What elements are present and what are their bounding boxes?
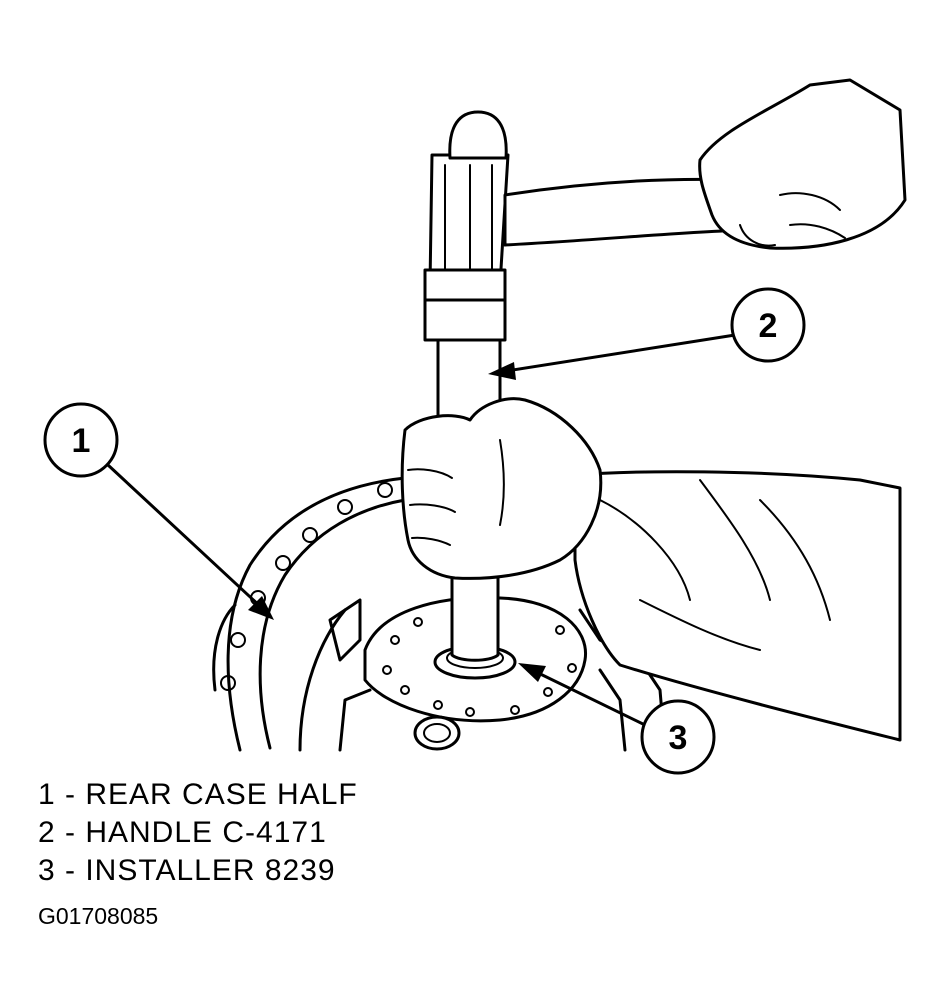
legend-item: 3 - INSTALLER 8239 [38, 854, 336, 887]
callout-1-label: 1 [72, 422, 91, 460]
gripping-hand [400, 397, 603, 580]
legend-item: 1 - REAR CASE HALF [38, 778, 358, 811]
mallet [423, 110, 747, 342]
legend: 1 - REAR CASE HALF 2 - HANDLE C-4171 3 -… [38, 776, 358, 890]
callout-3-label: 3 [669, 719, 688, 757]
callout-3: 3 [518, 663, 716, 775]
legend-item: 2 - HANDLE C-4171 [38, 816, 327, 849]
rear-case-half [212, 476, 667, 752]
callout-1: 1 [43, 402, 274, 620]
figure-id: G01708085 [38, 903, 159, 929]
upper-hand [698, 78, 907, 250]
sleeve [573, 470, 902, 742]
handle-shaft-lower [450, 558, 500, 662]
callout-2-label: 2 [759, 307, 778, 345]
callout-2: 2 [488, 287, 806, 380]
